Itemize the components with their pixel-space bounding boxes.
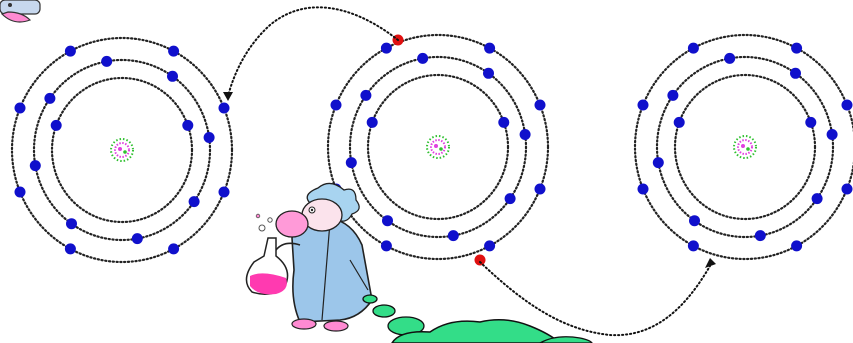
electron xyxy=(168,45,180,57)
electron xyxy=(167,70,178,82)
electron xyxy=(366,116,378,128)
nose xyxy=(275,210,309,238)
electron xyxy=(534,183,546,195)
nucleus xyxy=(110,138,134,162)
orbit-shell-3 xyxy=(673,73,817,221)
electron xyxy=(504,193,516,205)
electron xyxy=(188,196,200,208)
transfer-arrows xyxy=(223,6,716,337)
electron xyxy=(484,42,496,54)
atom-3 xyxy=(633,33,853,261)
atoms-layer xyxy=(10,33,853,266)
arrow-path-bottom xyxy=(479,261,711,337)
electron xyxy=(380,240,392,252)
arrow-head-bottom xyxy=(705,258,716,268)
electron xyxy=(14,102,26,114)
orbit-shell-3 xyxy=(366,73,510,221)
electron xyxy=(483,67,494,79)
electron xyxy=(66,218,77,230)
electron xyxy=(64,243,76,255)
orbit-shell-1 xyxy=(633,33,853,261)
nucleus xyxy=(733,135,757,159)
electron xyxy=(811,193,823,205)
atom-2 xyxy=(326,33,550,261)
electron xyxy=(841,183,853,195)
electron xyxy=(182,119,194,131)
electron xyxy=(484,240,496,252)
orbit-shell-1 xyxy=(10,36,234,264)
electron xyxy=(447,230,459,242)
orbit-shell-2 xyxy=(655,55,835,239)
electron xyxy=(790,67,801,79)
electron xyxy=(826,129,838,140)
electron xyxy=(29,160,41,172)
flask-icon xyxy=(245,213,289,295)
nucleus xyxy=(426,135,450,159)
electron xyxy=(345,157,357,169)
electron xyxy=(218,186,230,198)
electron xyxy=(64,45,76,57)
electron xyxy=(50,119,62,131)
electron xyxy=(360,89,372,101)
corner-figure xyxy=(0,0,41,23)
electron xyxy=(131,233,143,245)
electron xyxy=(14,186,26,198)
electron xyxy=(168,243,180,255)
thought-bubble xyxy=(362,294,593,343)
scientist-figure xyxy=(245,182,373,332)
electron xyxy=(218,102,230,114)
orbit-shell-3 xyxy=(50,76,194,224)
electron xyxy=(637,183,649,195)
electron xyxy=(101,55,113,67)
electron xyxy=(382,215,393,227)
electron xyxy=(791,42,803,54)
electron xyxy=(754,230,766,242)
electron xyxy=(380,42,392,54)
electron xyxy=(652,157,664,169)
electron xyxy=(687,42,699,54)
electron xyxy=(667,89,679,101)
electron xyxy=(673,116,685,128)
electron xyxy=(330,99,342,111)
arrow-path-top xyxy=(227,6,399,97)
electron xyxy=(534,99,546,111)
electron xyxy=(498,116,510,128)
electron xyxy=(724,52,736,64)
arrow-head-top xyxy=(223,92,233,101)
electron xyxy=(203,132,215,143)
electron xyxy=(689,215,700,227)
electron xyxy=(519,129,531,140)
orbit-shell-2 xyxy=(32,58,212,242)
electron xyxy=(44,92,56,104)
orbit-shell-1 xyxy=(326,33,550,261)
electron xyxy=(417,52,429,64)
electron xyxy=(637,99,649,111)
orbit-shell-2 xyxy=(348,55,528,239)
electron xyxy=(841,99,853,111)
electron xyxy=(687,240,699,252)
transfer-electron xyxy=(474,254,486,266)
electron xyxy=(805,116,817,128)
electron xyxy=(791,240,803,252)
atom-1 xyxy=(10,36,234,264)
